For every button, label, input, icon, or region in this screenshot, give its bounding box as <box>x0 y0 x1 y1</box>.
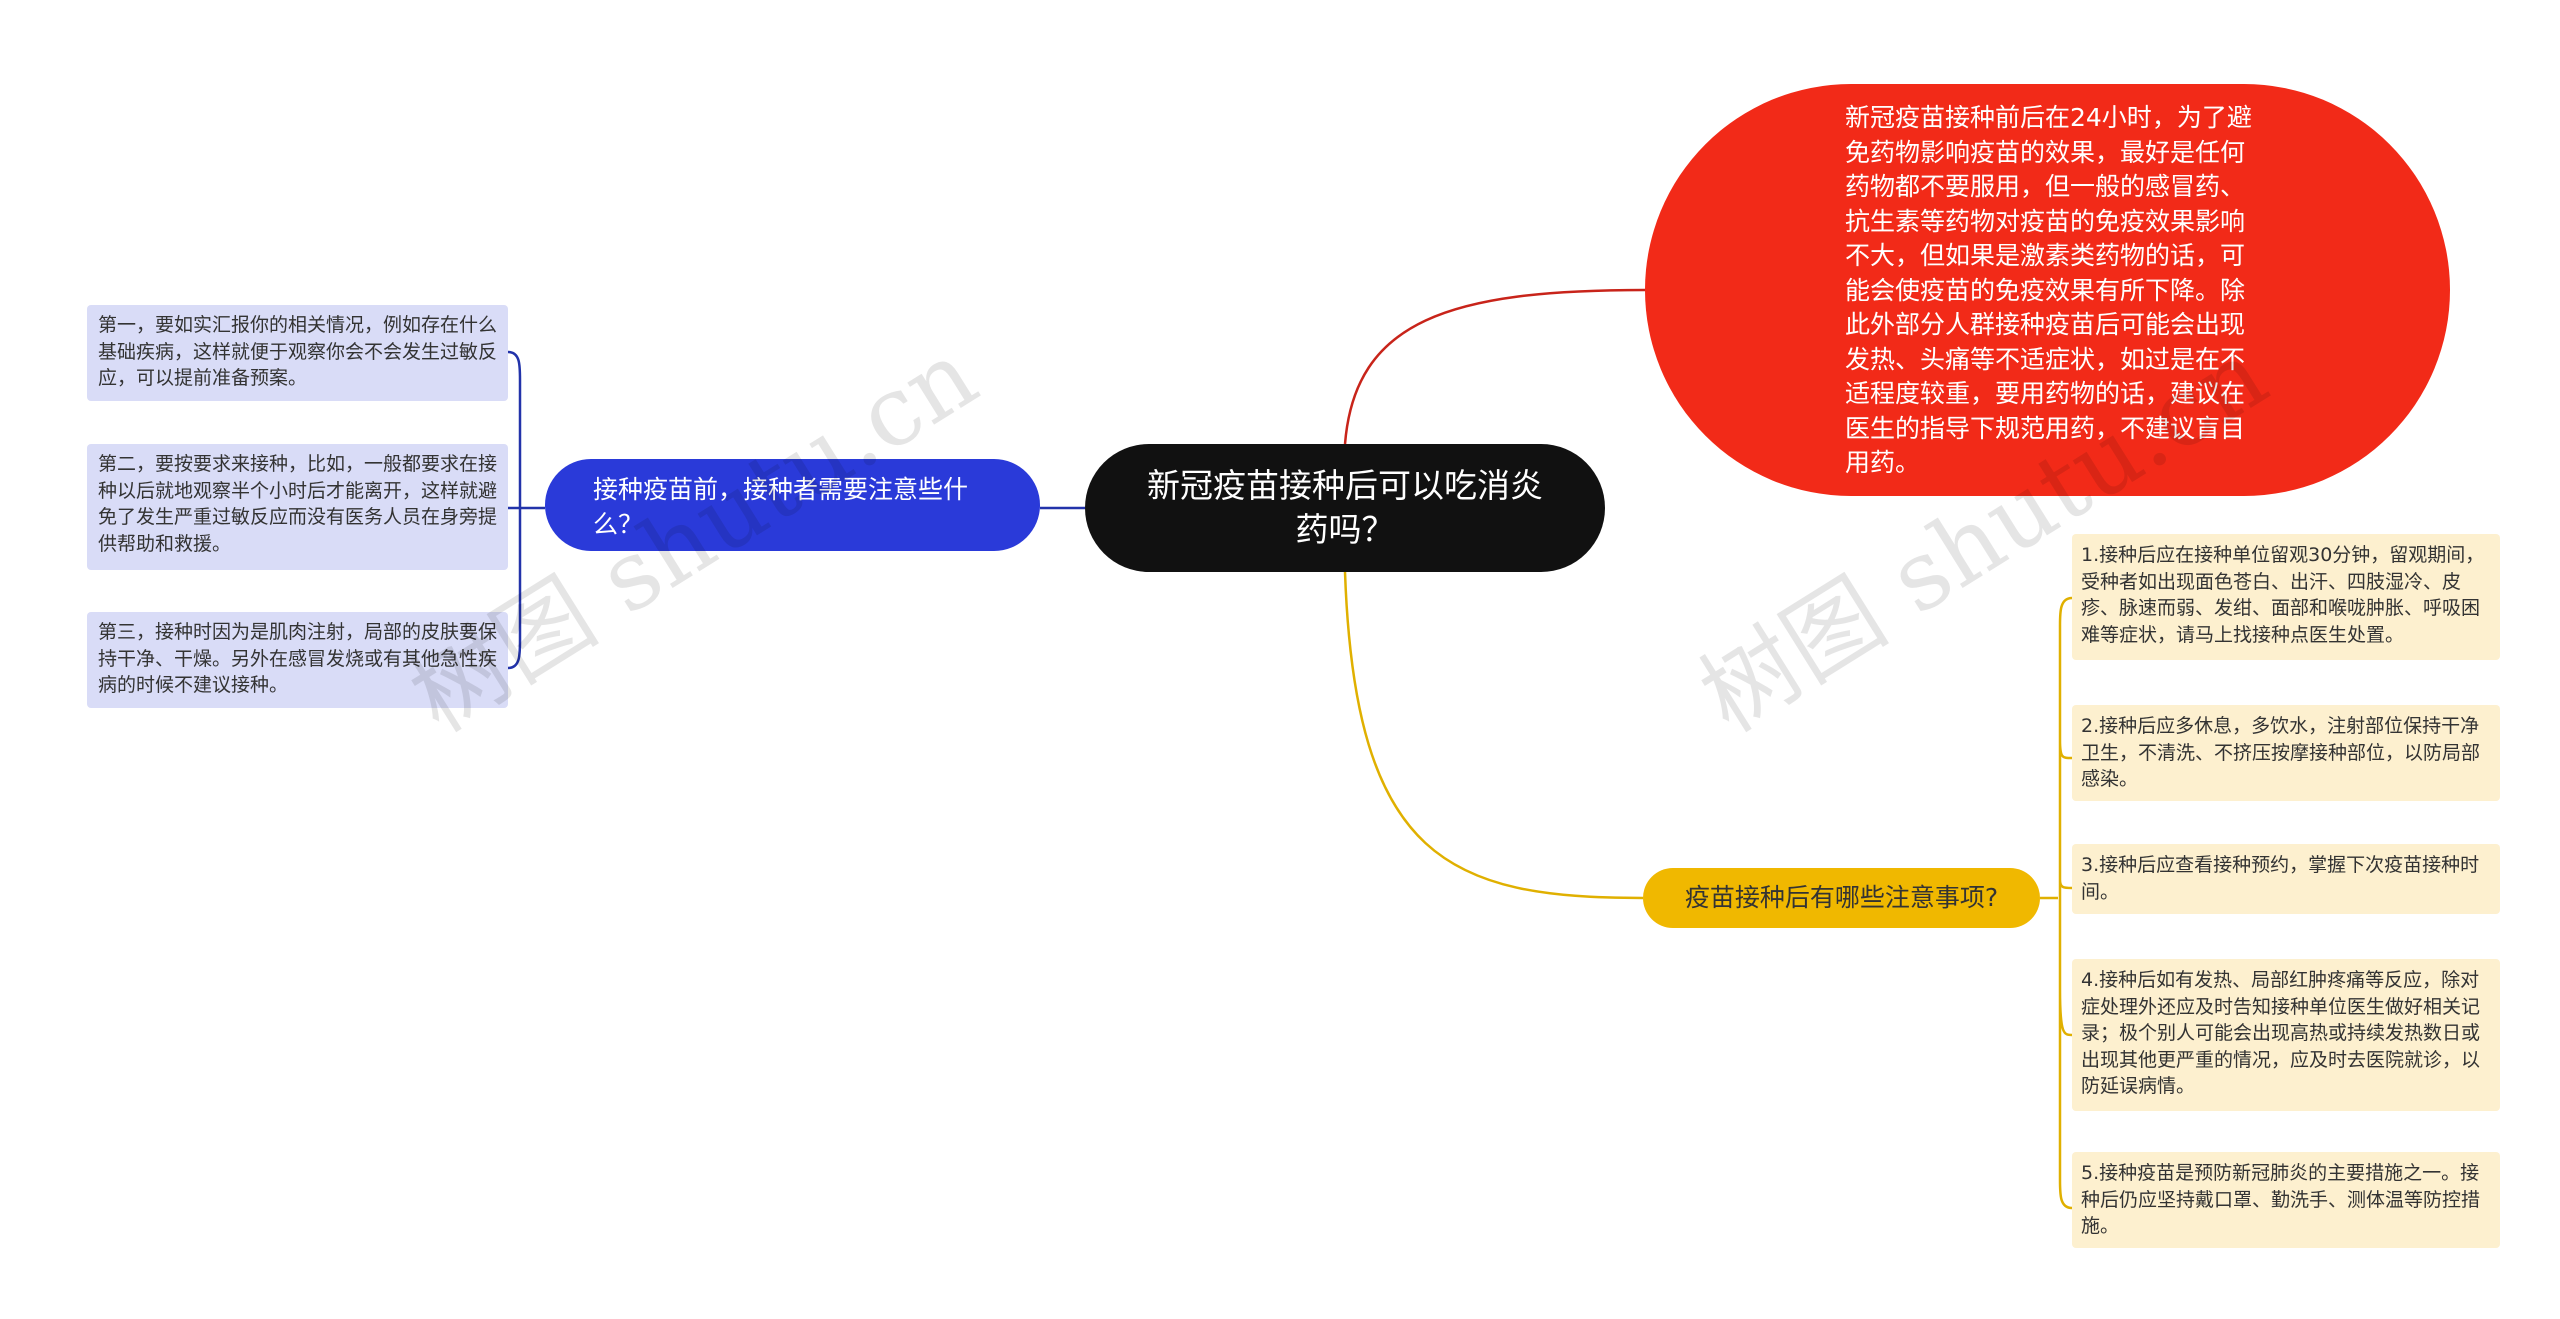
after-vaccination-topic-text: 疫苗接种后有哪些注意事项? <box>1684 883 1999 912</box>
after-vaccination-topic[interactable]: 疫苗接种后有哪些注意事项? <box>1643 868 2040 928</box>
after-item-3-text: 3.接种后应查看接种预约，掌握下次疫苗接种时间。 <box>2081 854 2480 903</box>
after-item-3[interactable]: 3.接种后应查看接种预约，掌握下次疫苗接种时间。 <box>2072 844 2500 914</box>
connector-before-bracket <box>507 350 545 670</box>
before-item-2-text: 第二，要按要求来接种，比如，一般都要求在接种以后就地观察半个小时后才能离开，这样… <box>98 453 498 555</box>
root-topic-text: 新冠疫苗接种后可以吃消炎药吗？ <box>1147 466 1543 549</box>
before-vaccination-topic-text: 接种疫苗前，接种者需要注意些什么？ <box>593 475 969 539</box>
answer-node-text: 新冠疫苗接种前后在24小时，为了避免药物影响疫苗的效果，最好是任何药物都不要服用… <box>1845 103 2252 477</box>
after-item-1[interactable]: 1.接种后应在接种单位留观30分钟，留观期间，受种者如出现面色苍白、出汗、四肢湿… <box>2072 534 2500 660</box>
after-item-1-text: 1.接种后应在接种单位留观30分钟，留观期间，受种者如出现面色苍白、出汗、四肢湿… <box>2081 544 2485 646</box>
after-item-2-text: 2.接种后应多休息，多饮水，注射部位保持干净卫生，不清洗、不挤压按摩接种部位，以… <box>2081 715 2481 790</box>
after-item-4[interactable]: 4.接种后如有发热、局部红肿疼痛等反应，除对症处理外还应及时告知接种单位医生做好… <box>2072 959 2500 1111</box>
answer-node[interactable]: 新冠疫苗接种前后在24小时，为了避免药物影响疫苗的效果，最好是任何药物都不要服用… <box>1645 84 2450 496</box>
connector-after-bracket <box>2040 596 2073 1210</box>
after-item-5[interactable]: 5.接种疫苗是预防新冠肺炎的主要措施之一。接种后仍应坚持戴口罩、勤洗手、测体温等… <box>2072 1152 2500 1248</box>
connector-root-after <box>1343 571 1644 900</box>
after-item-5-text: 5.接种疫苗是预防新冠肺炎的主要措施之一。接种后仍应坚持戴口罩、勤洗手、测体温等… <box>2081 1162 2481 1237</box>
root-topic[interactable]: 新冠疫苗接种后可以吃消炎药吗？ <box>1085 444 1605 572</box>
before-item-1[interactable]: 第一，要如实汇报你的相关情况，例如存在什么基础疾病，这样就便于观察你会不会发生过… <box>87 305 508 401</box>
connector-root-answer <box>1343 288 1646 445</box>
before-item-3[interactable]: 第三，接种时因为是肌肉注射，局部的皮肤要保持干净、干燥。另外在感冒发烧或有其他急… <box>87 612 508 708</box>
before-item-1-text: 第一，要如实汇报你的相关情况，例如存在什么基础疾病，这样就便于观察你会不会发生过… <box>98 314 498 389</box>
before-item-2[interactable]: 第二，要按要求来接种，比如，一般都要求在接种以后就地观察半个小时后才能离开，这样… <box>87 444 508 570</box>
before-item-3-text: 第三，接种时因为是肌肉注射，局部的皮肤要保持干净、干燥。另外在感冒发烧或有其他急… <box>98 621 498 696</box>
after-item-2[interactable]: 2.接种后应多休息，多饮水，注射部位保持干净卫生，不清洗、不挤压按摩接种部位，以… <box>2072 705 2500 801</box>
after-item-4-text: 4.接种后如有发热、局部红肿疼痛等反应，除对症处理外还应及时告知接种单位医生做好… <box>2081 969 2481 1097</box>
before-vaccination-topic[interactable]: 接种疫苗前，接种者需要注意些什么？ <box>545 459 1040 551</box>
